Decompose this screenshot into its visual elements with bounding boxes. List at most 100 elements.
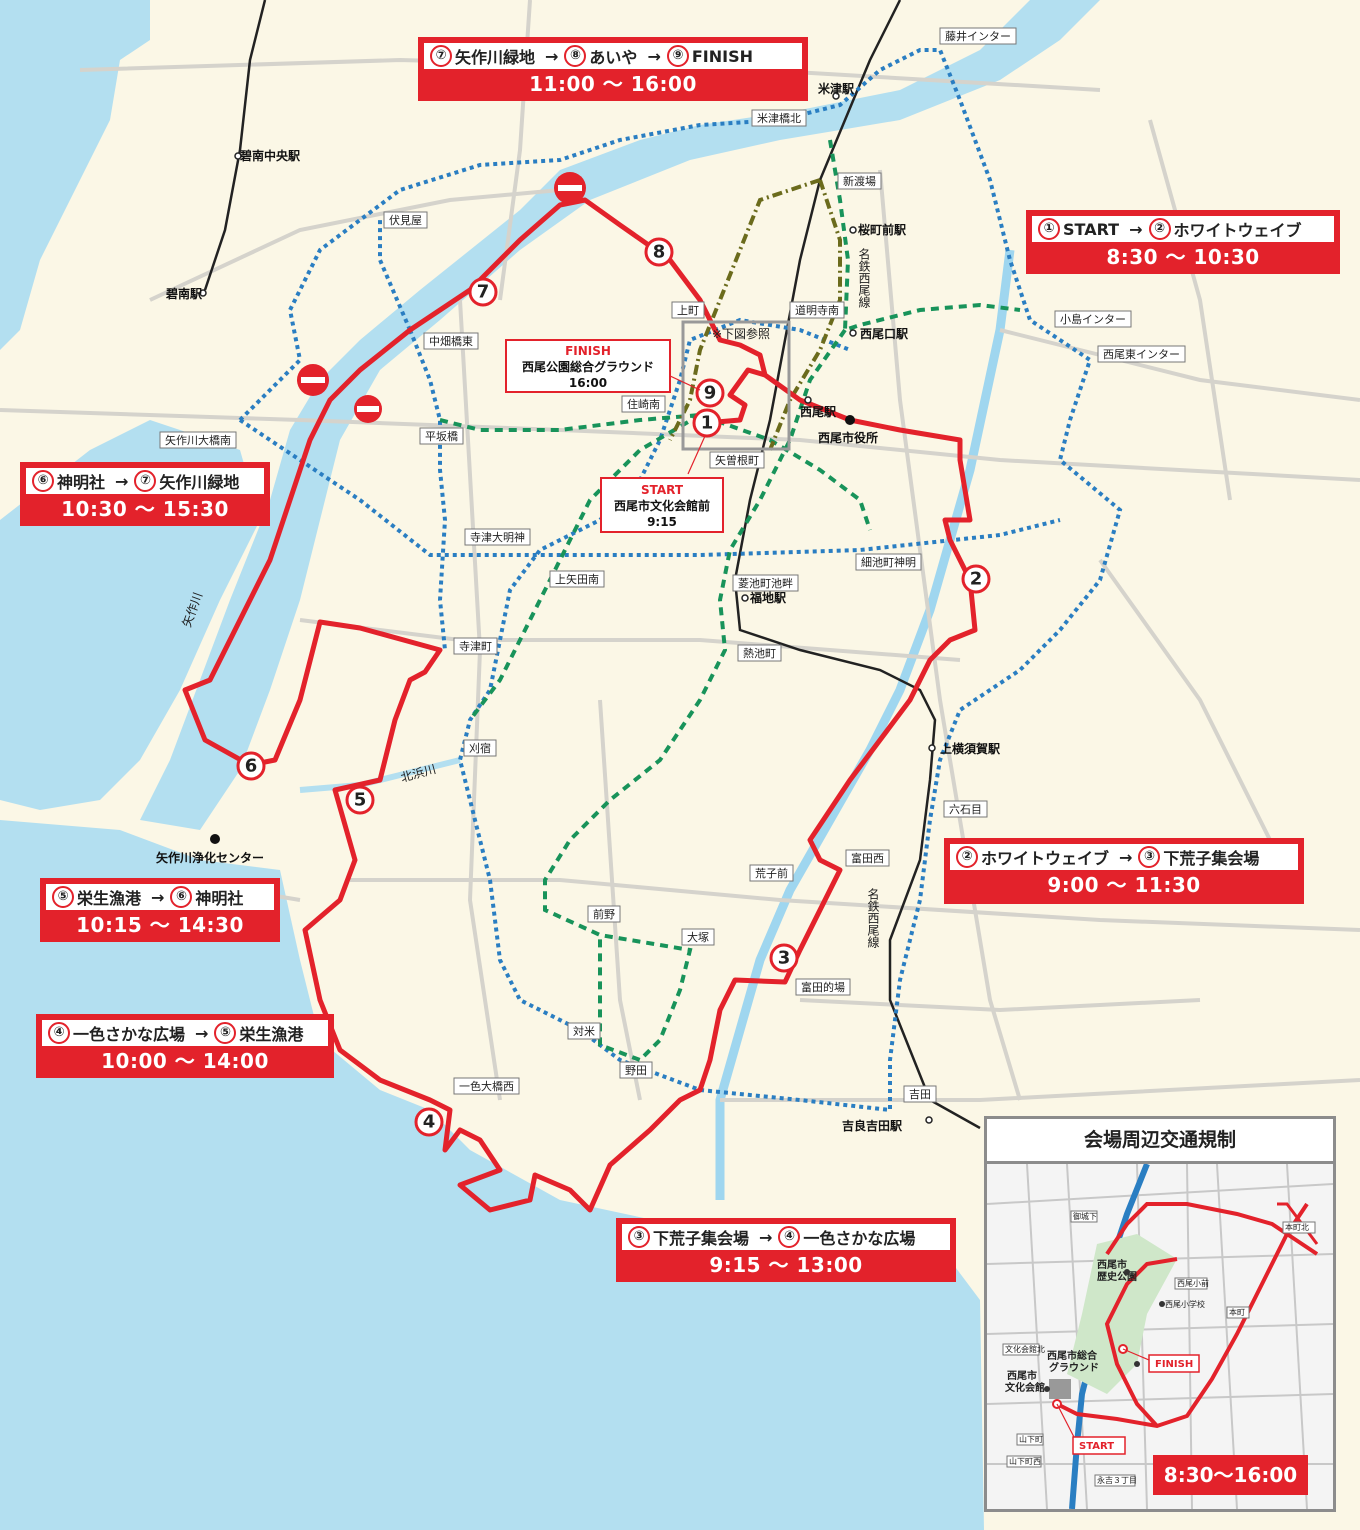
svg-text:碧南駅: 碧南駅 [165,286,203,301]
intersection-label-box [751,109,807,127]
intersection-label-box [1054,310,1132,328]
intersection-label: 平坂橋 [425,429,458,443]
intersection-label: 吉田 [909,1088,931,1101]
olive-dashdot-road [668,178,842,451]
inset-label: 本町北 [1285,1222,1309,1232]
inset-traffic-map: 会場周辺交通規制 御城下 本町北 西尾市 歴史公園 西尾小前 西尾小学校 本町 … [984,1116,1336,1512]
intersection-label: 前野 [593,907,615,921]
arrow: → [115,471,129,491]
intersection-label-box [453,1077,520,1095]
see-below-box [681,320,791,451]
svg-text:7: 7 [477,282,490,303]
intersection-label: 西尾東インター [1103,348,1180,361]
intersection-label-box [621,395,666,413]
intersection-label-box [423,332,479,350]
inset-hall-building [1049,1379,1071,1399]
intersection-label-box [463,739,497,757]
intersection-label-box [383,211,428,229]
finish-place: 西尾公園総合グラウンド [521,360,654,374]
to-place: 栄生漁港 [239,1025,304,1044]
intersection-label-box [732,574,799,592]
intersection-label-box [464,528,531,546]
svg-text:3: 3 [778,948,791,969]
from-number: ④ [48,1022,70,1044]
finish-leader [667,374,701,391]
railway-label-1: 名鉄西尾線 [857,247,871,308]
from-place: ホワイトウェイブ [981,849,1110,868]
intersection-label-box [159,431,237,449]
intersection-label-box [749,864,794,882]
inset-label: 山下町 [1019,1434,1043,1444]
intersection-label-box [587,905,621,923]
from-number: ⑥ [32,470,54,492]
inset-label: 西尾市 [1097,1258,1127,1271]
finish-title: FINISH [565,344,611,358]
svg-text:5: 5 [354,790,367,811]
inset-label: 文化会館 [1005,1381,1045,1394]
no-entry-signs [297,172,586,423]
start-place: 西尾市文化会館前 [613,499,710,513]
railways [203,0,981,1130]
places: 西尾市役所 矢作川浄化センター [156,415,878,865]
svg-text:米津駅: 米津駅 [818,81,855,96]
inset-title: 会場周辺交通規制 [987,1119,1333,1164]
intersection-label-box [789,301,845,319]
sea-area [0,0,984,1530]
to-number: ④ [778,1226,801,1248]
inset-finish-label: FINISH [1155,1359,1193,1370]
svg-text:4: 4 [423,1112,436,1133]
start-callout: START 西尾市文化会館前 9:15 [600,477,724,533]
segment-time: 8:30 ～ 10:30 [1106,245,1260,269]
intersection-label-box [453,637,498,655]
inset-label: 永吉３丁目 [1097,1475,1137,1485]
segment-time: 10:00 ～ 14:00 [101,1049,269,1073]
to-number: ⑦ [134,470,157,492]
svg-text:福地駅: 福地駅 [749,590,787,605]
from-place: 一色さかな広場 [73,1025,186,1044]
intersection-label-box [567,1022,601,1040]
svg-text:西尾口駅: 西尾口駅 [860,327,909,341]
svg-text:1: 1 [701,413,714,434]
svg-text:2: 2 [970,569,983,590]
intersection-label: 藤井インター [945,29,1011,43]
intersection-label: 富田西 [851,851,884,865]
marker-3: 3 [769,943,799,973]
start-title: START [640,483,684,497]
intersection-label: 一色大橋西 [459,1079,514,1093]
svg-text:桜町前駅: 桜町前駅 [858,222,907,237]
intersection-label-box [855,553,922,571]
inset-label: 本町 [1229,1307,1245,1317]
mid-place: あいや [589,48,638,67]
stations: 米津駅 碧南中央駅 碧南駅 桜町前駅 西尾口駅 西尾駅 福地駅 上横須賀駅 吉良… [165,81,1001,1133]
marker-9: 9 [695,378,725,408]
from-place: 栄生漁港 [77,889,142,908]
marker-1: 1 [692,408,722,438]
intersection-label-box [1097,345,1186,363]
intersection-label: 伏見屋 [389,213,422,227]
to-number: ⑥ [170,886,193,908]
from-number: ⑤ [52,886,74,908]
marker-5: 5 [345,785,375,815]
intersection-label: 寺津大明神 [470,530,525,544]
to-place: 下荒子集会場 [1163,849,1260,868]
inset-label: 山下町西 [1009,1456,1041,1466]
intersection-label: 大塚 [687,930,709,944]
segment-time: 10:30 ～ 15:30 [61,497,229,521]
inset-label: 御城下 [1073,1211,1097,1221]
yahagi-river [140,0,1100,830]
arrow: → [151,887,165,907]
svg-text:西尾駅: 西尾駅 [800,405,837,419]
intersection-labels: 藤井インター米津橋北新渡場伏見屋中畑橋東上町道明寺南小島インター西尾東インター住… [159,27,1186,1103]
to-place: 神明社 [195,889,244,908]
intersection-label: 野田 [625,1064,647,1077]
from-number: ① [1038,218,1060,240]
from-place: 矢作川緑地 [455,48,536,67]
intersection-label-box [943,800,988,818]
marker-6: 6 [236,751,266,781]
